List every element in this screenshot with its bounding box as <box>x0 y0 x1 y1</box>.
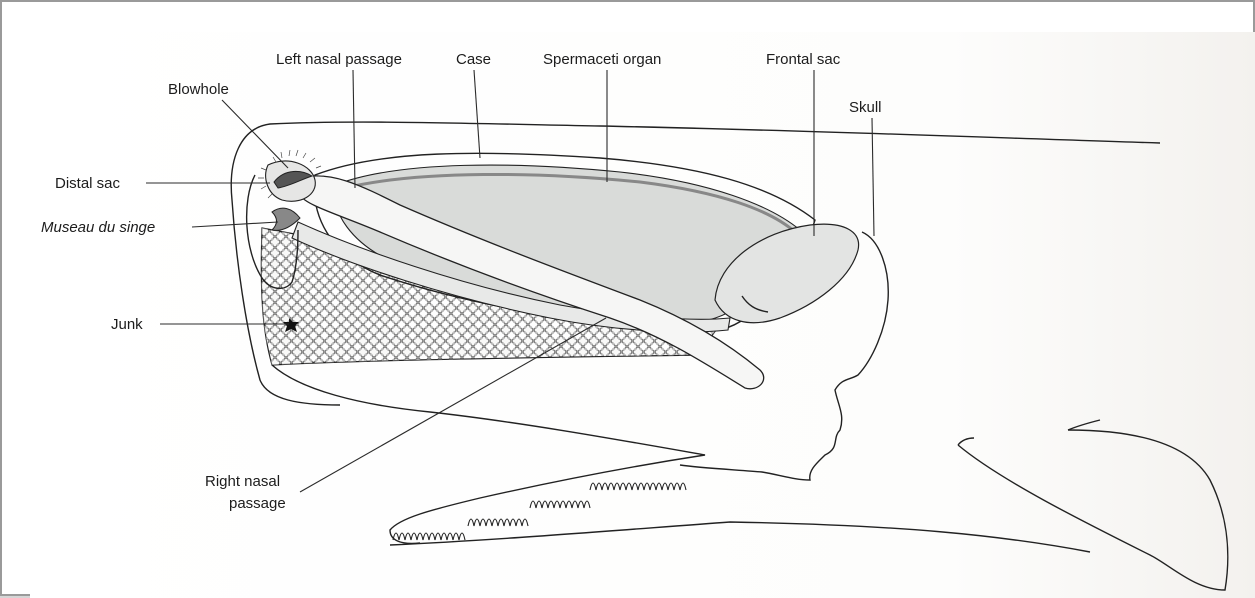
upper-mouth-line <box>272 365 705 543</box>
leader-blowhole <box>222 100 288 168</box>
label-blowhole: Blowhole <box>168 81 229 98</box>
label-frontal-sac: Frontal sac <box>766 51 841 68</box>
lower-teeth <box>393 483 686 540</box>
label-distal-sac: Distal sac <box>55 175 121 192</box>
lower-jaw <box>390 522 1090 552</box>
leader-left-nasal-passage <box>353 70 355 188</box>
label-spermaceti-organ: Spermaceti organ <box>543 51 661 68</box>
label-junk: Junk <box>111 316 143 333</box>
label-left-nasal-passage: Left nasal passage <box>276 51 402 68</box>
leader-case <box>474 70 480 158</box>
label-right-nasal-passage-line2: passage <box>229 495 286 512</box>
label-skull: Skull <box>849 99 882 116</box>
label-right-nasal-passage-line1: Right nasal <box>205 473 280 490</box>
flipper-edge <box>958 420 1100 445</box>
label-museau-du-singe: Museau du singe <box>41 219 155 236</box>
leader-skull <box>872 118 874 236</box>
label-case: Case <box>456 51 491 68</box>
flipper <box>958 430 1228 590</box>
leader-museau-du-singe <box>192 222 278 227</box>
